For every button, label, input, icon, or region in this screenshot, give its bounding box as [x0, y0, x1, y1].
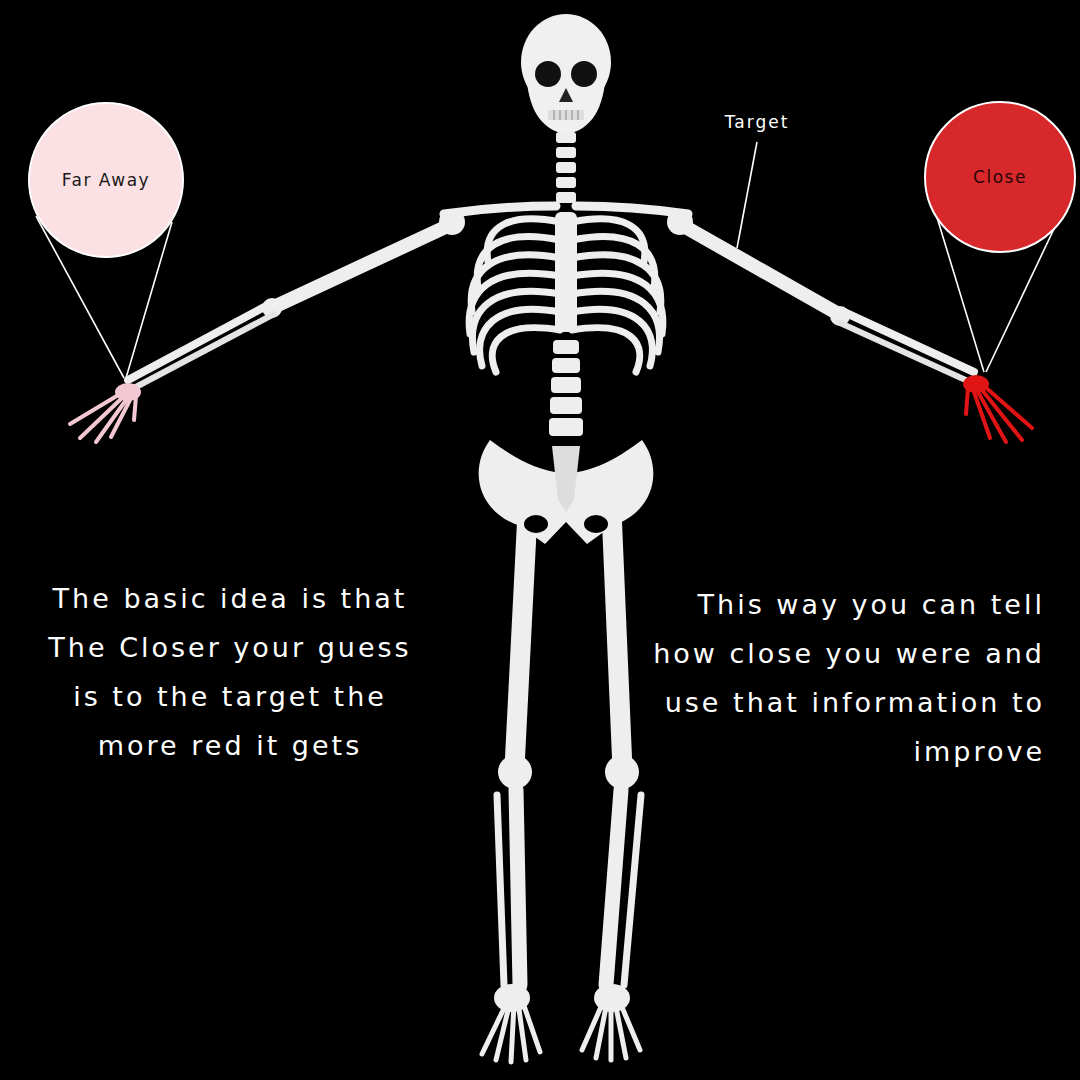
- skeleton-torso-part-part: [572, 291, 659, 352]
- skeleton-arms-part: [838, 322, 970, 382]
- circle-text-holder: Close: [924, 101, 1076, 253]
- close-hand-part: [966, 388, 968, 414]
- skeleton-arms-part: [128, 305, 268, 380]
- far-hand-part: [134, 396, 136, 420]
- circle-label: Far Away: [62, 170, 150, 190]
- skeleton-arms: [128, 209, 974, 388]
- skeleton-torso-part: [576, 206, 688, 214]
- target-leader-line: [737, 142, 757, 248]
- skeleton-legs-part: [482, 1000, 640, 1062]
- skeleton-torso-part-part: [473, 291, 560, 352]
- far-hand-part: [111, 400, 130, 437]
- skeleton-legs-part-part: [619, 1000, 640, 1050]
- target-circle: Far Away: [28, 102, 184, 258]
- explanation-note: This way you can tell how close you were…: [650, 580, 1045, 776]
- target-circle: Close: [924, 101, 1076, 253]
- circle-fill: [29, 103, 183, 257]
- skeleton-legs-part-part: [609, 1004, 614, 1060]
- target-label: Target: [697, 112, 817, 132]
- skull-part-part: [554, 110, 555, 120]
- circle-label: Close: [973, 167, 1027, 187]
- skeleton-legs-part-part: [496, 1002, 510, 1060]
- skull-part: [559, 88, 573, 102]
- skull-part-part: [566, 110, 567, 120]
- explanation-note: The basic idea is that The Closer your g…: [40, 574, 420, 770]
- skeleton-legs-part: [516, 790, 520, 985]
- skeleton-torso-part-part: [556, 192, 576, 203]
- skeleton-torso-part-part: [553, 340, 579, 354]
- skull-part: [548, 110, 584, 120]
- skeleton-arms-part: [134, 314, 274, 388]
- circle-fill: [925, 102, 1075, 252]
- skeleton-arms-part: [680, 224, 835, 312]
- skeleton-torso-part-part: [492, 328, 560, 372]
- skeleton-torso-part: [555, 212, 577, 332]
- skull-part-part: [560, 110, 561, 120]
- circle-text-holder: Far Away: [28, 102, 184, 258]
- skeleton-legs-part: [624, 795, 641, 985]
- skull-part: [571, 61, 597, 87]
- skeleton-torso-part-part: [550, 397, 582, 414]
- close-hand-part: [974, 392, 990, 438]
- skeleton-arms-part: [844, 312, 974, 372]
- skull-part-part: [572, 110, 573, 120]
- skeleton-torso-part: [444, 206, 556, 214]
- skeleton-legs-part: [515, 522, 527, 758]
- skeleton-torso-part-part: [549, 418, 583, 436]
- skeleton-legs-part: [497, 795, 504, 985]
- skeleton-torso-part: [584, 515, 608, 533]
- skeleton-torso-part-part: [572, 328, 640, 372]
- skeleton-legs: [482, 522, 641, 1062]
- skeleton-torso-part-part: [551, 377, 581, 393]
- skeleton-torso-part: [524, 515, 548, 533]
- skeleton-legs-part: [606, 790, 621, 985]
- close-hand: [963, 375, 1032, 442]
- skull: [521, 14, 611, 134]
- skeleton-torso-part-part: [556, 162, 576, 173]
- skeleton-torso-part-part: [552, 358, 580, 373]
- skeleton-torso-part: [479, 440, 654, 544]
- skeleton-legs-part-part: [511, 1004, 514, 1062]
- skull-part: [554, 110, 578, 120]
- skeleton-torso-part: [552, 446, 580, 512]
- skull-part: [535, 61, 561, 87]
- skeleton-legs-part: [612, 522, 622, 758]
- skeleton-torso-part-part: [556, 147, 576, 158]
- skeleton-arms-part: [278, 224, 452, 305]
- skeleton-legs-part-part: [522, 1000, 540, 1052]
- skeleton-torso-part: [549, 132, 583, 436]
- skeleton-torso-part-part: [556, 177, 576, 188]
- far-hand: [70, 383, 141, 442]
- skeleton-torso: [444, 132, 688, 544]
- skull-part-part: [578, 110, 579, 120]
- skeleton-legs-part-part: [596, 1002, 607, 1058]
